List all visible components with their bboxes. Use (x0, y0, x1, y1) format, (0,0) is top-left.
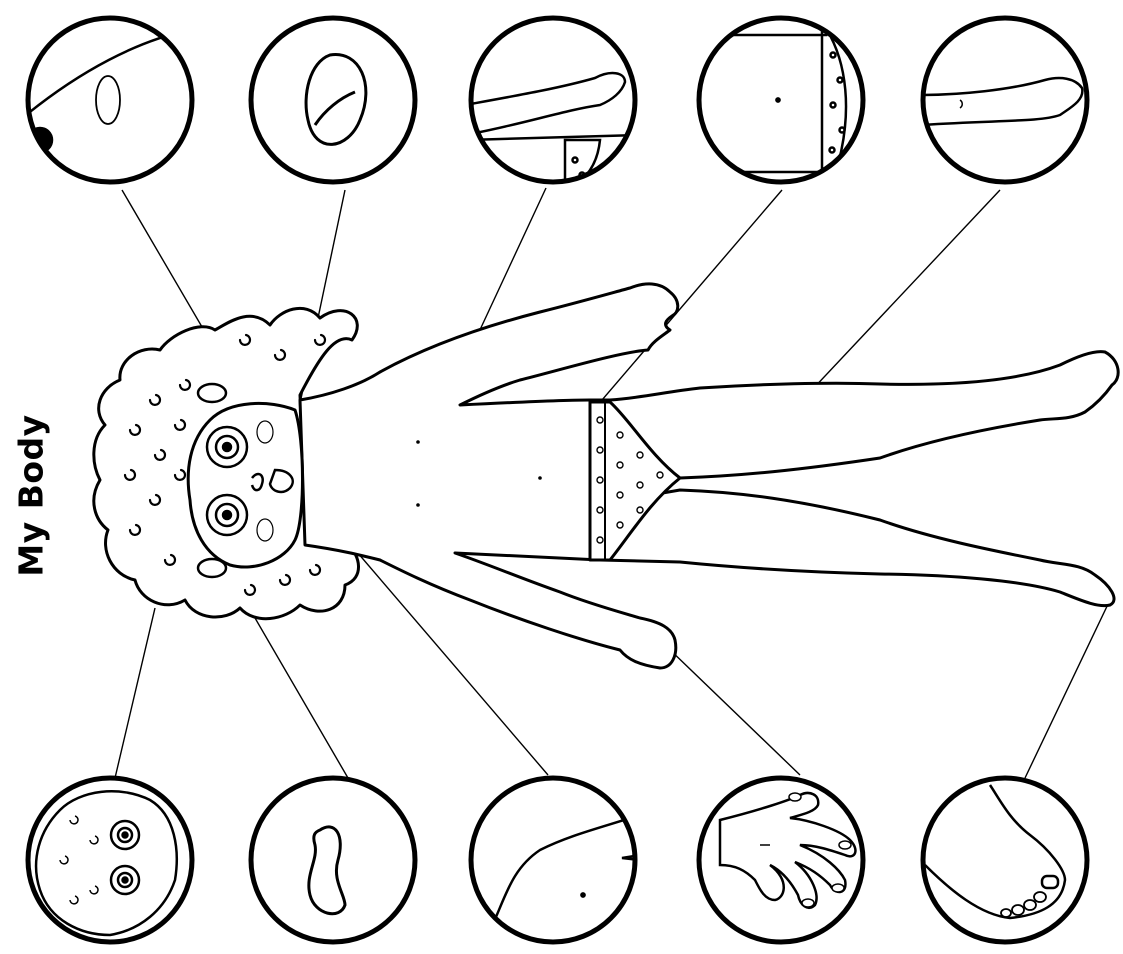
foot-connector (1025, 600, 1110, 778)
left-pupil (223, 443, 231, 451)
foot-callout (923, 778, 1087, 942)
nose (270, 470, 293, 492)
right-ear (198, 559, 226, 577)
ear-callout (20, 18, 192, 182)
hand-callout (699, 778, 863, 942)
leg-callout (920, 18, 1087, 182)
leg-connector (810, 190, 1000, 392)
right-pupil (223, 511, 231, 519)
shoulder-callout (470, 778, 640, 942)
arm-callout (465, 18, 640, 185)
left-ear (198, 384, 226, 402)
hand-connector (665, 645, 800, 775)
mouth-callout (251, 778, 415, 942)
nipple-right (416, 503, 420, 507)
right-cheek (257, 519, 273, 541)
head-connector (115, 608, 155, 778)
nipple-left (416, 440, 420, 444)
belly-button (538, 476, 542, 480)
child-figure (94, 284, 1118, 668)
body-outline (300, 284, 1118, 668)
nose-callout (251, 18, 415, 182)
belly-callout (699, 18, 863, 182)
left-cheek (257, 421, 273, 443)
head-callout (28, 778, 192, 942)
